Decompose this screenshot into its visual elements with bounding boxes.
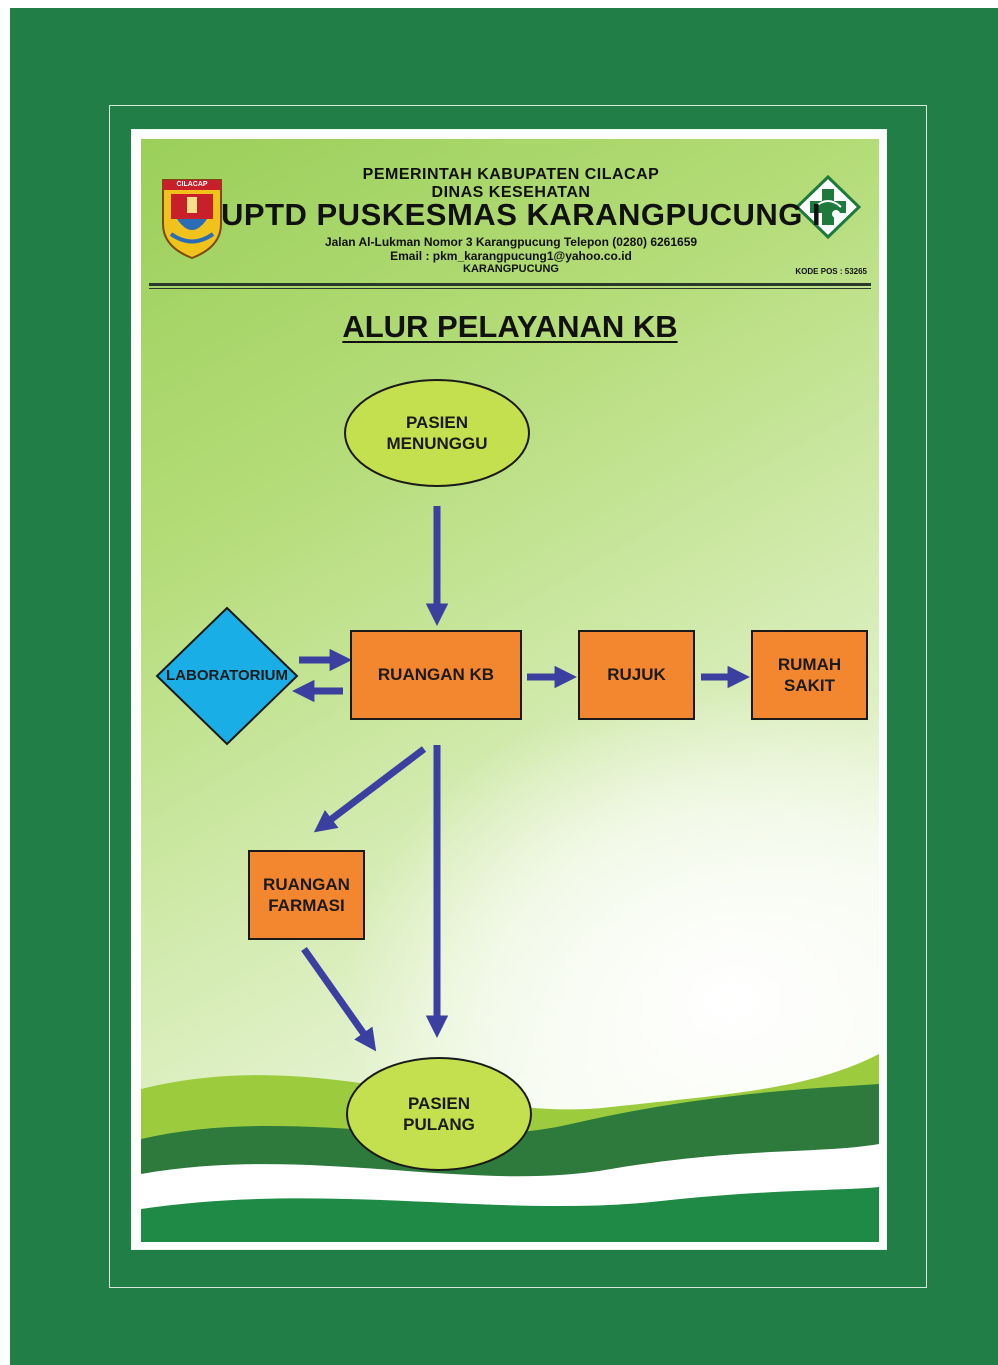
node-rujuk-label: RUJUK xyxy=(607,665,666,685)
poster-graphics xyxy=(141,174,879,1242)
poster: PEMERINTAH KABUPATEN CILACAP DINAS KESEH… xyxy=(131,129,887,1250)
page-title: ALUR PELAYANAN KB xyxy=(342,309,678,344)
header-government: PEMERINTAH KABUPATEN CILACAP xyxy=(362,166,660,183)
node-rumah-sakit-label: RUMAH SAKIT xyxy=(777,654,842,695)
arrow-farmasi-to-pulang xyxy=(301,946,377,1052)
logo-caption: CILACAP xyxy=(176,181,208,188)
node-ruangan-farmasi-label: RUANGAN FARMASI xyxy=(263,874,350,915)
frame-border-line xyxy=(109,105,927,1288)
node-pasien-menunggu-shape xyxy=(344,379,530,487)
node-pasien-menunggu-label: PASIEN MENUNGGU xyxy=(386,412,488,453)
wave-green-band xyxy=(141,1187,879,1242)
header-department: DINAS KESEHATAN xyxy=(431,184,591,201)
header-email: Email : pkm_karangpucung1@yahoo.co.id xyxy=(390,249,632,263)
node-pasien-pulang-label: PASIEN PULANG xyxy=(403,1093,475,1134)
arrow-kb-to-farmasi xyxy=(313,746,427,833)
node-laboratorium-label: LABORATORIUM xyxy=(166,666,288,684)
poster-canvas: PEMERINTAH KABUPATEN CILACAP DINAS KESEH… xyxy=(141,139,879,1242)
header-postal-code: KODE POS : 53265 xyxy=(795,267,867,276)
flow-arrows xyxy=(292,506,750,1052)
node-ruangan-kb-shape xyxy=(350,630,522,720)
header-rule-thick xyxy=(149,283,871,286)
node-pasien-pulang-shape xyxy=(346,1057,532,1171)
cilacap-coat-of-arms-icon xyxy=(162,179,222,260)
puskesmas-logo-icon xyxy=(794,174,862,240)
letterhead: PEMERINTAH KABUPATEN CILACAP DINAS KESEH… xyxy=(141,139,879,294)
header-address: Jalan Al-Lukman Nomor 3 Karangpucung Tel… xyxy=(324,235,698,249)
header-rule-thin xyxy=(149,288,871,289)
node-ruangan-kb-label: RUANGAN KB xyxy=(377,665,495,685)
node-ruangan-farmasi-shape xyxy=(248,850,365,940)
node-laboratorium-shape xyxy=(155,606,299,746)
node-rumah-sakit-shape xyxy=(751,630,868,720)
header-institution: UPTD PUSKESMAS KARANGPUCUNG I xyxy=(221,197,822,232)
node-rujuk-shape xyxy=(578,630,695,720)
header-town: KARANGPUCUNG xyxy=(463,263,559,275)
